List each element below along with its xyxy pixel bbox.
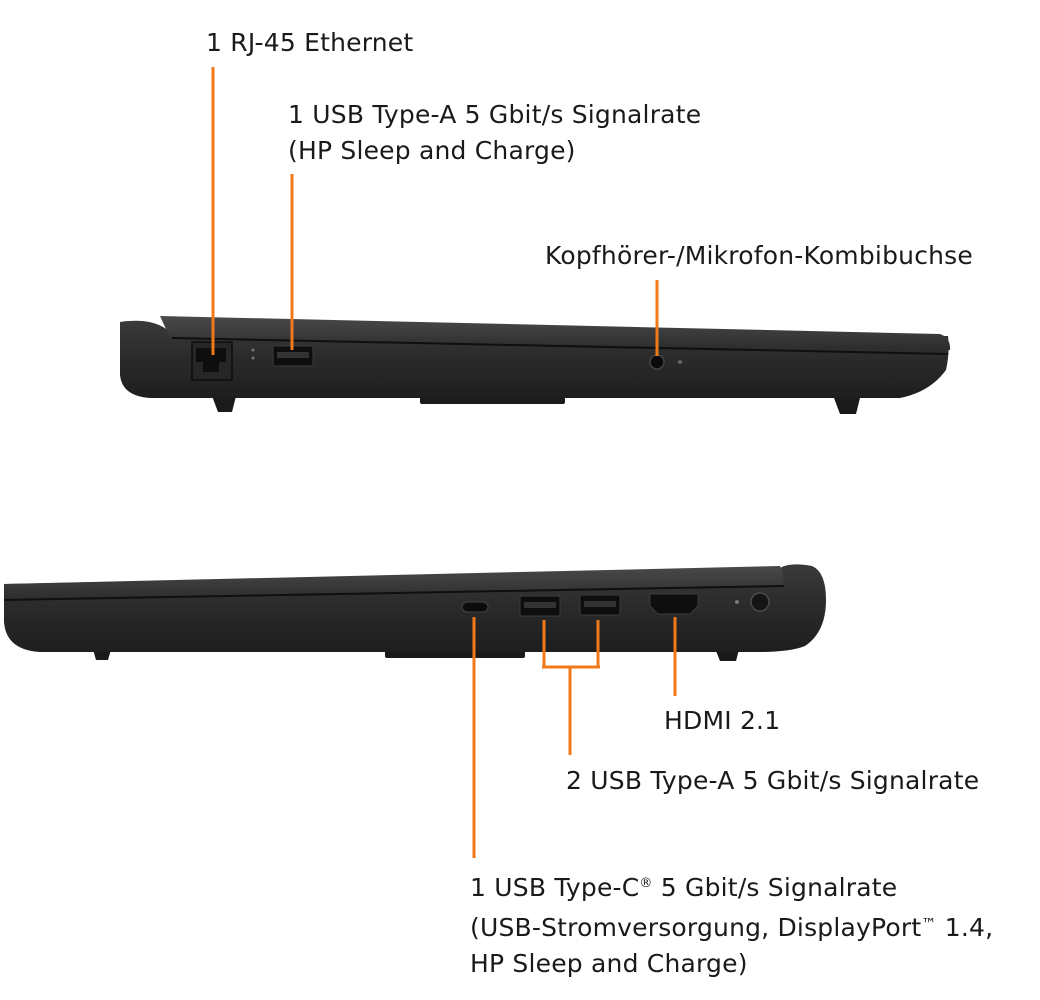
- laptop-foot-icon: [834, 398, 860, 414]
- usb-c-callout-label: 1 USB Type-C® 5 Gbit/s Signalrate (USB-S…: [470, 866, 993, 982]
- audio-jack-callout-label: Kopfhörer-/Mikrofon-Kombibuchse: [545, 241, 973, 270]
- usb-a-pair-callout-label: 2 USB Type-A 5 Gbit/s Signalrate: [566, 766, 980, 795]
- callout-lines-top: [211, 67, 659, 356]
- hdmi-callout-label: HDMI 2.1: [664, 706, 781, 735]
- usb-a-callout-line2: (HP Sleep and Charge): [288, 136, 576, 165]
- usb-a-port-icon: [579, 594, 621, 616]
- laptop-left-side: [120, 316, 951, 414]
- usb-a-port-icon: [519, 595, 561, 617]
- usb-a-callout-label: 1 USB Type-A 5 Gbit/s Signalrate (HP Sle…: [288, 97, 701, 169]
- usb-c-callout-line2: (USB-Stromversorgung, DisplayPort™ 1.4,: [470, 913, 994, 942]
- hdmi-port-icon: [649, 593, 699, 615]
- usb-a-port-icon: [272, 345, 314, 367]
- usb-c-port-icon: [461, 601, 489, 613]
- laptop-right-side: [3, 564, 826, 661]
- usb-a-callout-line1: 1 USB Type-A 5 Gbit/s Signalrate: [288, 100, 702, 129]
- laptop-foot-icon: [212, 396, 236, 412]
- power-button-icon: [750, 592, 770, 612]
- usb-c-callout-line1: 1 USB Type-C® 5 Gbit/s Signalrate: [470, 873, 898, 902]
- callout-lines-bottom: [472, 617, 677, 858]
- rj45-callout-label: 1 RJ-45 Ethernet: [206, 28, 414, 57]
- usb-c-callout-line3: HP Sleep and Charge): [470, 949, 748, 978]
